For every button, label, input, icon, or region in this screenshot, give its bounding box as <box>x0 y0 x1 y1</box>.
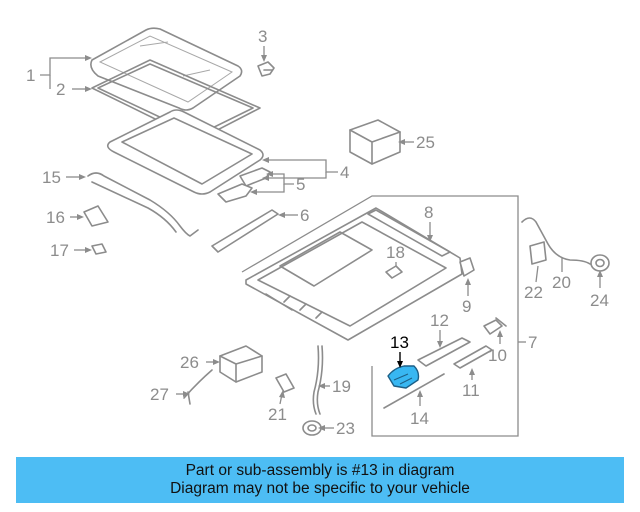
part-12-guide[interactable] <box>417 337 471 367</box>
part-21-clip[interactable] <box>275 373 295 393</box>
banner-line-1: Part or sub-assembly is #13 in diagram <box>185 462 455 479</box>
part-20-cable[interactable] <box>521 217 591 265</box>
callout-25: 25 <box>416 133 435 152</box>
callout-8: 8 <box>424 203 433 222</box>
part-3-bolt[interactable] <box>257 61 275 77</box>
part-17-clip[interactable] <box>91 243 107 255</box>
callout-3: 3 <box>258 27 267 46</box>
callout-5: 5 <box>296 175 305 194</box>
callout-19: 19 <box>332 377 351 396</box>
callout-4: 4 <box>340 163 349 182</box>
part-24-grommet[interactable] <box>590 254 610 272</box>
callout-26: 26 <box>180 353 199 372</box>
part-18-bracket[interactable] <box>385 265 403 279</box>
part-9-block[interactable] <box>459 257 475 277</box>
callout-15: 15 <box>42 168 61 187</box>
part-housing-frame[interactable] <box>245 207 463 341</box>
part-26-motor[interactable] <box>219 345 263 383</box>
callout-12: 12 <box>430 311 449 330</box>
callout-27: 27 <box>150 385 169 404</box>
callout-13: 13 <box>390 333 409 352</box>
part-11-guide[interactable] <box>453 345 493 369</box>
part-27-bracket[interactable] <box>183 369 213 405</box>
callout-11: 11 <box>462 381 480 400</box>
callout-21: 21 <box>268 405 287 424</box>
banner-line-2: Diagram may not be specific to your vehi… <box>170 480 470 497</box>
housing-group-box <box>241 195 519 437</box>
part-19-hose[interactable] <box>312 345 324 415</box>
callout-10: 10 <box>488 346 507 365</box>
callout-7: 7 <box>528 333 537 352</box>
callout-17: 17 <box>50 241 69 260</box>
callout-22: 22 <box>524 283 543 302</box>
callout-24: 24 <box>590 291 609 310</box>
callout-6: 6 <box>300 206 309 225</box>
callout-2: 2 <box>56 80 65 99</box>
part-25-module[interactable] <box>349 119 401 165</box>
info-banner: Part or sub-assembly is #13 in diagram D… <box>16 457 624 503</box>
callout-20: 20 <box>552 273 571 292</box>
part-14-cable[interactable] <box>383 373 445 409</box>
callout-9: 9 <box>462 297 471 316</box>
leader-lines <box>40 46 603 431</box>
callout-14: 14 <box>410 409 429 428</box>
part-22-clip[interactable] <box>529 241 547 265</box>
part-13-highlighted[interactable] <box>387 365 420 389</box>
callout-numbers: 1 2 3 4 5 6 7 8 9 10 11 12 13 14 15 16 1… <box>26 27 609 438</box>
part-5-brackets[interactable] <box>217 167 271 203</box>
part-1-glass-panel[interactable] <box>90 27 243 111</box>
part-8-rail[interactable] <box>367 209 451 257</box>
part-6-rail-strip[interactable] <box>211 209 279 253</box>
part-4-frame[interactable] <box>106 109 264 195</box>
callout-1: 1 <box>26 66 35 85</box>
callout-18: 18 <box>386 243 405 262</box>
callout-23: 23 <box>336 419 355 438</box>
sunroof-parts-diagram: 1 2 3 4 5 6 7 8 9 10 11 12 13 14 15 16 1… <box>26 27 610 438</box>
part-10-link[interactable] <box>483 317 507 335</box>
callout-16: 16 <box>46 208 65 227</box>
part-16-pad[interactable] <box>83 205 109 227</box>
part-15-trim-strip[interactable] <box>87 172 199 237</box>
